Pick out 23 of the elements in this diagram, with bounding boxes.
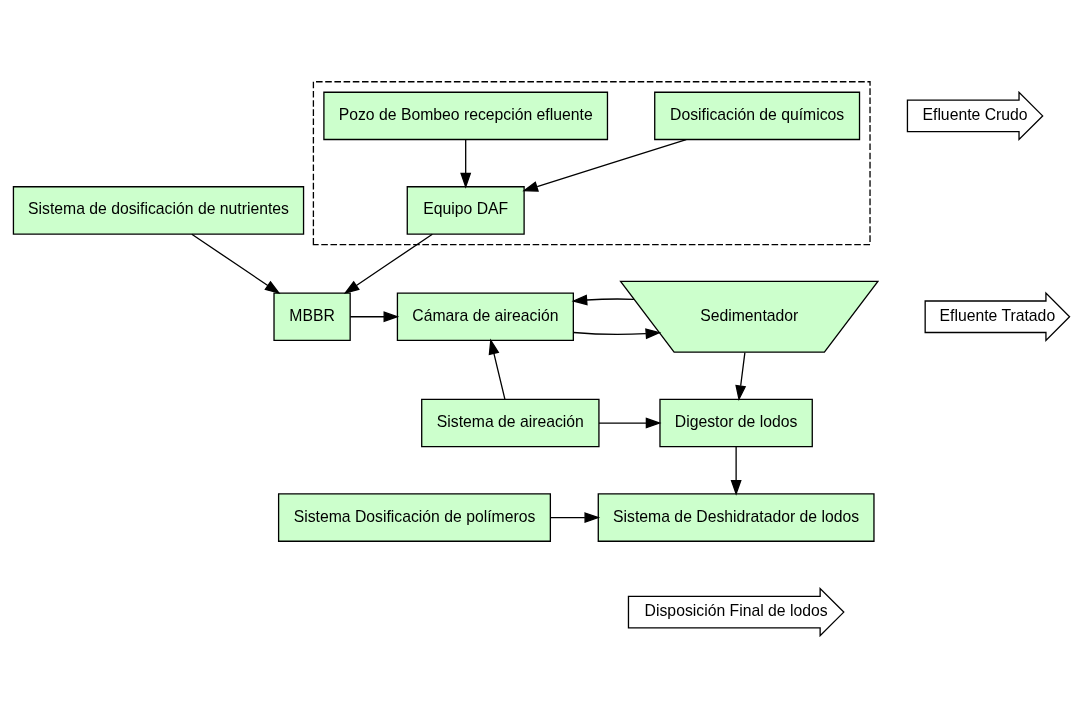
arrow (598, 417, 662, 429)
arrow (343, 233, 433, 295)
arrow (572, 328, 662, 340)
arrow (730, 446, 742, 496)
arrow (522, 138, 687, 192)
node-box: Pozo de Bombeo recepción efluente (323, 91, 609, 141)
node-box: Sistema de Deshidratador de lodos (597, 493, 875, 542)
node-box: Dosificación de químicos (654, 91, 861, 141)
arrow (488, 338, 506, 400)
arrow (349, 311, 400, 323)
node-box: Sistema Dosificación de polímeros (277, 493, 551, 542)
node-box: Cámara de aireación (396, 292, 574, 342)
node-box: Sistema de aireación (421, 398, 600, 448)
node-box: Sistema de dosificación de nutrientes (12, 186, 305, 235)
arrow (191, 233, 281, 295)
arrow (460, 139, 472, 189)
arrow (550, 512, 601, 524)
arrow (735, 351, 747, 402)
cluster (312, 81, 871, 246)
node-box: Digestor de lodos (659, 398, 813, 448)
node-box: MBBR (273, 292, 351, 342)
node-box: Equipo DAF (406, 186, 525, 235)
arrow (571, 294, 635, 306)
